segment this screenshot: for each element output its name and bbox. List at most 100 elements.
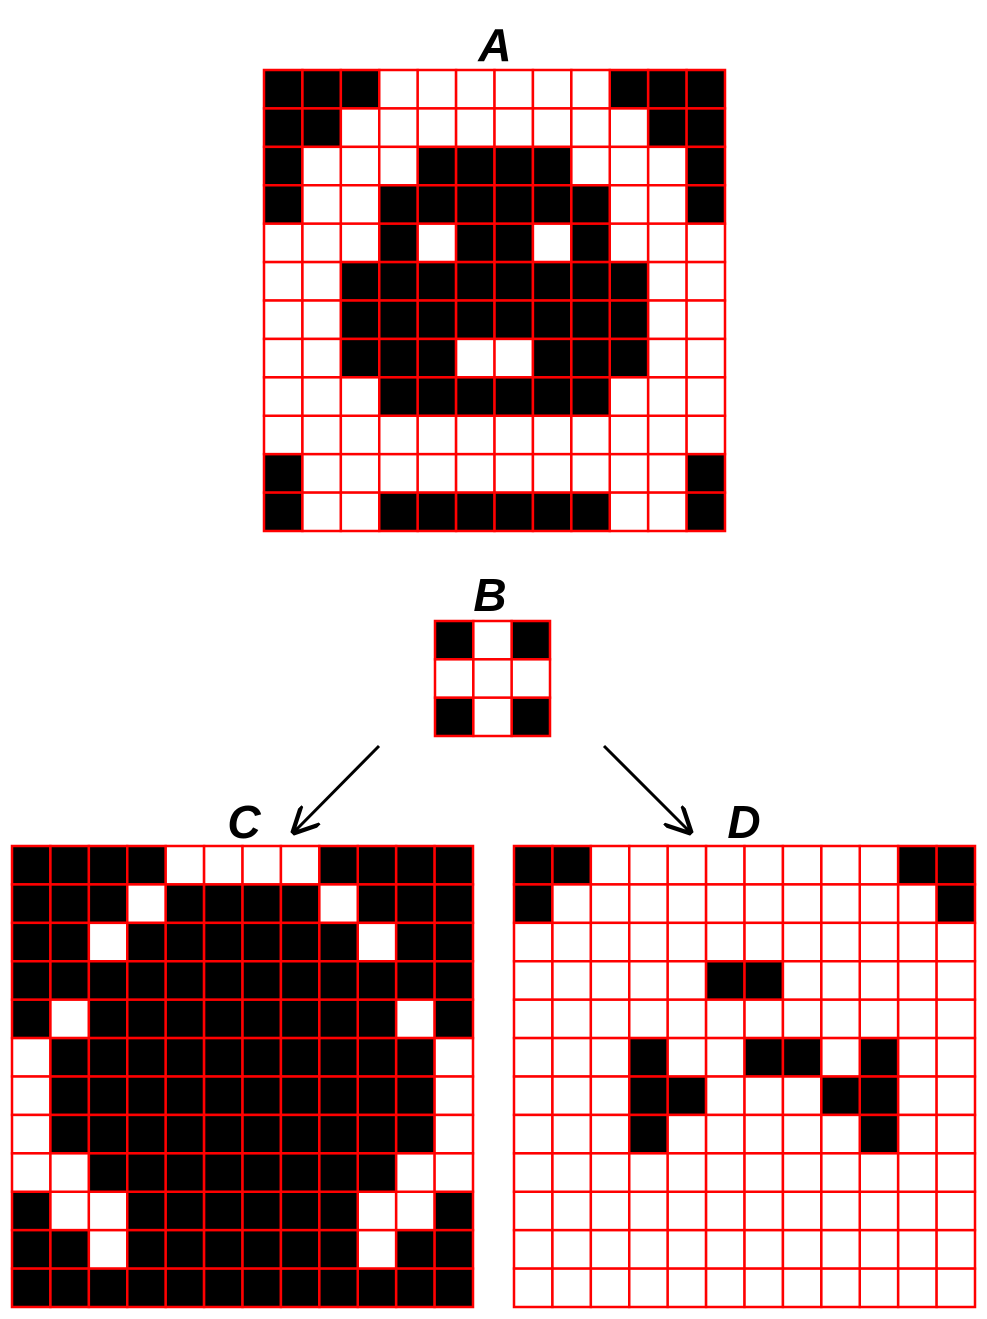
panel-d-cell-empty [512,1036,554,1078]
panel-d-cell-empty [628,1190,669,1232]
panel-c-cell-filled [241,998,283,1040]
panel-d-cell-filled [628,1036,669,1078]
panel-d-cell-empty [820,844,861,886]
panel-d-cell-empty [935,960,977,1001]
panel-d-cell-empty [666,844,708,886]
panel-d-cell-empty [935,1113,977,1155]
panel-a-cell-filled [378,491,419,533]
panel-a-cell-empty [454,107,496,149]
panel-a-cell-filled [339,299,381,341]
panel-c-cell-filled [241,1228,283,1270]
panel-c-cell-filled [318,1113,360,1155]
panel-d-cell-empty [820,883,861,925]
panel-c-cell-filled [202,883,244,925]
panel-a-cell-filled [454,184,496,225]
panel-d-cell-empty [589,1228,631,1270]
panel-a-cell-empty [570,145,611,187]
panel-c-cell-filled [49,1113,91,1155]
panel-c-cell-filled [279,1113,321,1155]
panel-c-cell-filled [394,883,436,925]
panel-a-cell-empty [685,376,727,418]
panel-a-cell-filled [378,184,419,225]
panel-a-cell-empty [685,260,727,302]
panel-c-cell-filled [241,883,283,925]
arrow-to-c [294,744,381,832]
panel-c-cell-filled [10,1190,52,1232]
panel-c-cell-empty [279,844,321,886]
panel-a-cell-empty [608,145,650,187]
panel-c-cell-filled [10,1228,52,1270]
panel-c-cell-filled [356,1113,398,1155]
panel-c-cell-filled [318,844,360,886]
panel-c-cell-filled [87,1113,129,1155]
panel-c-cell-empty [356,1228,398,1270]
panel-c-grid [10,844,475,1309]
panel-c-cell-filled [279,1036,321,1078]
panel-d-cell-empty [858,844,900,886]
panel-c-cell-empty [202,844,244,886]
panel-a-cell-filled [301,68,343,110]
panel-a-cell-empty [339,414,381,456]
panel-a-cell-filled [262,107,304,149]
panel-c-cell-filled [356,1036,398,1078]
panel-a-cell-empty [301,299,343,341]
panel-c-cell-filled [10,1267,52,1309]
panel-a-cell-empty [493,107,535,149]
panel-a-cell-empty [646,299,688,341]
panel-c-cell-filled [126,1075,167,1117]
panel-a-cell-empty [493,452,535,494]
panel-d-cell-empty [781,1228,823,1270]
panel-c-cell-filled [10,998,52,1040]
panel-d-cell-empty [896,921,938,963]
panel-d-cell-empty [896,960,938,1001]
panel-d-cell-filled [896,844,938,886]
panel-d-cell-empty [589,921,631,963]
panel-c-cell-filled [87,998,129,1040]
panel-a-cell-filled [416,491,458,533]
panel-c-cell-filled [49,1267,91,1309]
panel-c-cell-filled [394,1036,436,1078]
panel-a-cell-empty [301,337,343,379]
panel-d-cell-empty [666,1190,708,1232]
panel-c-cell-filled [49,883,91,925]
panel-d-cell-empty [628,883,669,925]
panel-d-cell-empty [743,1075,785,1117]
panel-a-cell-empty [608,376,650,418]
panel-d-cell-empty [551,883,593,925]
panel-d-cell-empty [820,1036,861,1078]
panel-d-cell-empty [743,1228,785,1270]
panel-c-cell-filled [164,921,206,963]
panel-c-cell-filled [202,1190,244,1232]
panel-d-cell-filled [858,1036,900,1078]
panel-d-cell-empty [935,1036,977,1078]
panel-d-cell-empty [551,998,593,1040]
panel-a-cell-filled [608,68,650,110]
panel-a-cell-filled [531,299,573,341]
panel-d-cell-filled [820,1075,861,1117]
panel-c-cell-filled [49,960,91,1001]
panel-c-cell-filled [394,1075,436,1117]
panel-c-cell-filled [10,883,52,925]
panel-a-cell-filled [608,260,650,302]
panel-d-cell-empty [743,998,785,1040]
panel-d-cell-empty [512,1190,554,1232]
panel-d-cell-empty [628,960,669,1001]
panel-a-cell-filled [493,491,535,533]
panel-c-cell-empty [49,1152,91,1194]
panel-d-cell-filled [743,960,785,1001]
panel-b-grid [433,619,552,738]
panel-a-cell-empty [570,107,611,149]
panel-c-cell-filled [433,844,475,886]
panel-a-cell-filled [531,260,573,302]
panel-c-cell-filled [87,960,129,1001]
panel-d-cell-empty [781,998,823,1040]
panel-c-cell-filled [279,960,321,1001]
panel-a-cell-empty [531,414,573,456]
panel-a-cell-filled [262,184,304,225]
panel-a-cell-filled [416,184,458,225]
panel-c-cell-filled [202,1267,244,1309]
panel-a-cell-filled [454,299,496,341]
panel-d-cell-filled [743,1036,785,1078]
panel-a-cell-filled [493,376,535,418]
panel-d-cell-empty [858,1228,900,1270]
